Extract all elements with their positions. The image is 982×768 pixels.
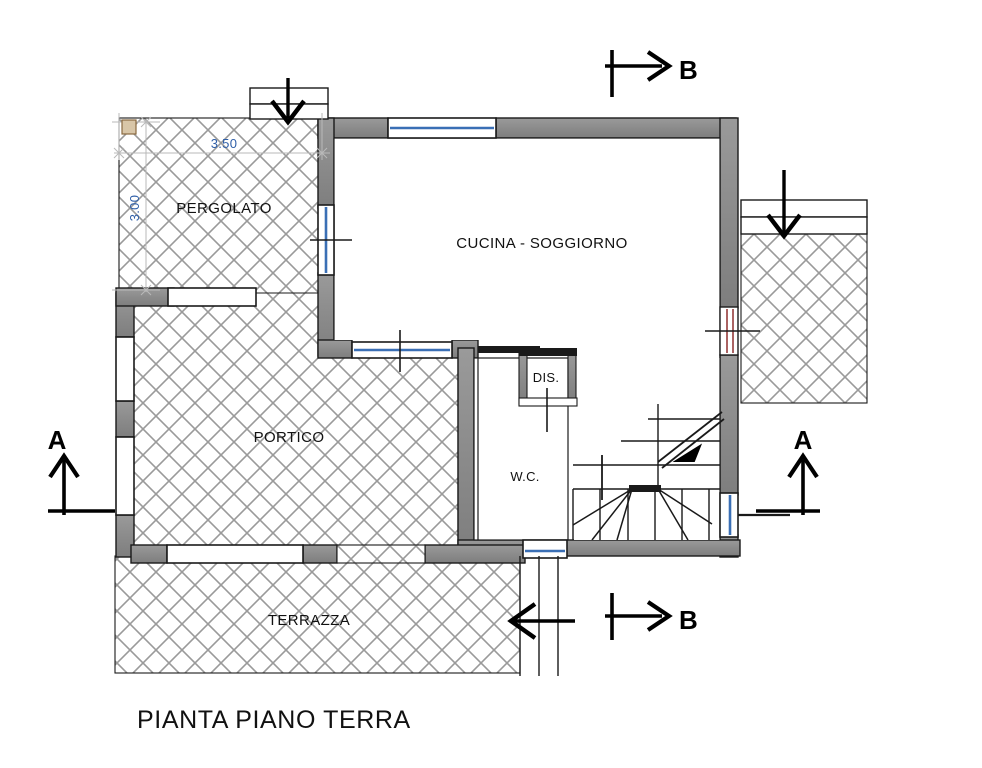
room-label-portico: PORTICO — [254, 429, 325, 446]
room-label-terrazza: TERRAZZA — [268, 612, 350, 629]
wall-east-upper — [719, 117, 739, 309]
arrow-down-right-group — [740, 170, 868, 240]
stair-newel — [629, 485, 661, 492]
wall-dis-north — [519, 348, 577, 356]
window-terrazza-door — [522, 539, 568, 559]
room-labels: PERGOLATO CUCINA - SOGGIORNO PORTICO W.C… — [176, 200, 627, 629]
dimension-vertical-label: 3.00 — [127, 195, 142, 222]
openings — [115, 117, 790, 564]
section-b-top-letter: B — [679, 55, 698, 85]
step-right-2 — [740, 216, 868, 235]
room-label-dis: DIS. — [533, 370, 559, 385]
dis-closet — [478, 346, 578, 432]
step-right-1 — [740, 199, 868, 218]
stair-treads — [573, 404, 720, 540]
arrow-down-right-icon — [766, 213, 802, 240]
opening-portico-w1 — [115, 336, 135, 402]
room-label-pergolato: PERGOLATO — [176, 200, 272, 217]
wall-dis-east — [567, 351, 577, 405]
page-title: PIANTA PIANO TERRA — [137, 706, 411, 734]
hatched-areas — [114, 117, 868, 674]
section-marker-b-top: B — [605, 50, 698, 97]
opening-portico-w2 — [115, 436, 135, 516]
stair-winders — [572, 488, 713, 541]
section-marker-a-left: A — [48, 425, 115, 515]
room-label-wc: W.C. — [510, 469, 539, 484]
wall-north-b — [495, 117, 737, 139]
wall-cucina-west-upper — [317, 117, 335, 209]
wall-wc-south-b — [564, 539, 741, 557]
opening-portico-s2 — [336, 544, 426, 564]
dimension-horizontal-label: 3.50 — [211, 136, 238, 151]
dim-ticks — [113, 116, 328, 296]
wall-portico-s-a — [130, 544, 168, 564]
wall-east-mid — [719, 354, 739, 496]
stairs-icon — [572, 404, 725, 541]
arrow-down-pergolato-group — [249, 78, 329, 126]
wall-portico-s-b — [302, 544, 338, 564]
arrow-up-icon — [787, 452, 819, 479]
room-label-cucina-soggiorno: CUCINA - SOGGIORNO — [456, 235, 627, 252]
arrow-down-pergolato-icon — [270, 99, 306, 126]
wall-portico-w-p2 — [115, 400, 135, 438]
wall-wc-west — [457, 347, 475, 556]
arrow-right-icon — [646, 50, 673, 82]
section-b-bottom-letter: B — [679, 605, 698, 635]
dis-door-sill — [518, 397, 578, 407]
arrow-left-terrazza-group — [507, 556, 575, 676]
wall-portico-s-c — [424, 544, 526, 564]
arrow-up-stairs-icon — [672, 443, 703, 462]
arrow-right-icon — [646, 600, 673, 632]
pergolato-area — [118, 117, 325, 295]
stair-stringer — [657, 411, 725, 469]
arrow-left-terrazza-icon — [507, 602, 537, 640]
section-marker-b-bottom: B — [605, 593, 698, 640]
corner-node-marker — [121, 119, 137, 135]
wall-cucina-south-a — [317, 339, 353, 359]
cucina-soggiorno-floor — [334, 138, 720, 340]
opening-portico-nw — [167, 287, 257, 307]
dimension-lines: 3.50 3.00 — [112, 113, 330, 296]
opening-portico-s — [166, 544, 304, 564]
arrow-up-icon — [48, 452, 80, 479]
section-marker-a-right: A — [756, 425, 820, 515]
section-a-left-letter: A — [48, 425, 67, 455]
pergola-destra-area — [740, 232, 868, 404]
wall-dis-west — [518, 351, 528, 405]
section-a-right-letter: A — [794, 425, 813, 455]
corridor-lintel — [478, 346, 540, 353]
